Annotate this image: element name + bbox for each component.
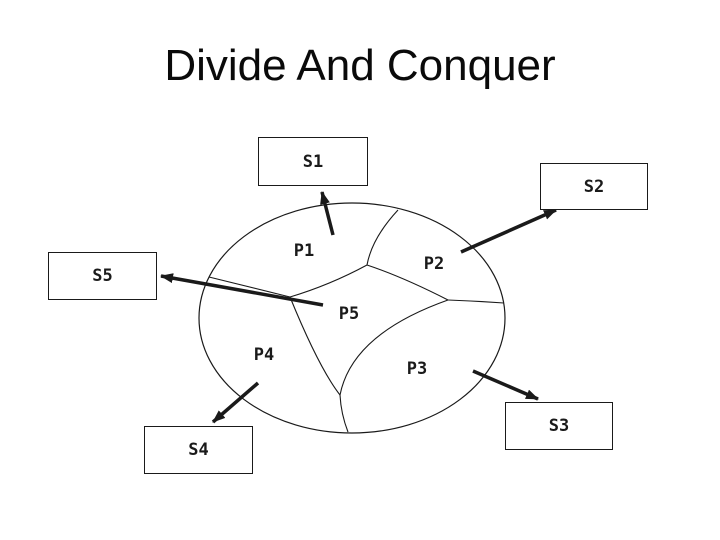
subproblem-box-s4: S4 — [144, 426, 253, 474]
subproblem-box-s2: S2 — [540, 163, 648, 210]
p5-boundary-upper-right — [366, 264, 449, 301]
arrow-p3-to-s3 — [472, 369, 539, 401]
arrow-p4-to-s4 — [211, 381, 260, 424]
subproblem-box-s2-label: S2 — [583, 176, 605, 197]
partition-curve-top — [366, 209, 399, 266]
region-label-p4: P4 — [253, 345, 275, 365]
arrow-p2-to-s2 — [460, 208, 557, 254]
arrow-p1-to-s1 — [320, 191, 335, 236]
partition-curve-right — [447, 299, 505, 304]
partition-curve-bottom — [339, 394, 349, 433]
problem-ellipse — [198, 202, 506, 434]
region-label-p1: P1 — [293, 241, 315, 261]
p5-boundary-lower-right — [339, 299, 449, 396]
arrow-p5-to-s5 — [160, 273, 324, 307]
p5-boundary-lower-left — [289, 296, 341, 396]
p5-boundary-upper-left — [289, 264, 368, 298]
subproblem-box-s4-label: S4 — [188, 440, 209, 460]
region-label-p2: P2 — [423, 254, 445, 274]
subproblem-box-s5: S5 — [48, 252, 157, 300]
subproblem-box-s3: S3 — [505, 402, 613, 450]
subproblem-box-s5-label: S5 — [92, 266, 113, 286]
subproblem-box-s1: S1 — [258, 137, 368, 186]
partition-curve-left — [208, 276, 291, 298]
region-label-p3: P3 — [406, 359, 428, 379]
subproblem-box-s3-label: S3 — [548, 416, 570, 436]
region-label-p5: P5 — [338, 304, 360, 324]
slide-title: Divide And Conquer — [164, 41, 556, 90]
subproblem-box-s1-label: S1 — [302, 151, 324, 172]
